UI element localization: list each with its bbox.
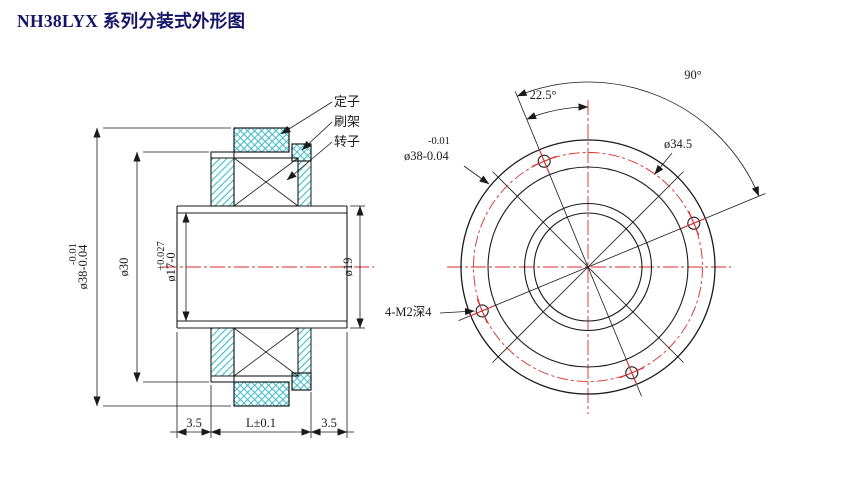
dim-tapped-holes: 4-M2深4 [385,305,475,319]
dim-bolt-circle: ø34.5 [654,137,692,175]
dim-d38-text: ø38-0.04 [76,244,90,290]
rotor-winding-section [233,157,299,377]
dim-d17-label: ø17-0 +0.027 [156,241,178,281]
dim-length: 3.5 L±0.1 3.5 [170,332,354,438]
stator-section [233,127,290,407]
front-view: 22.5° 90° -0.01 ø38-0.04 ø34.5 4-M2深4 [385,68,766,414]
rotor-leader [286,141,333,181]
mounting-hole-bottom [619,360,645,386]
dim-d19: ø19 [341,205,365,329]
dim-d17: ø17-0 +0.027 [156,212,190,322]
tapped-holes-leader [439,307,475,316]
brush-label: 刷架 [334,114,360,129]
stator-bottom [233,381,290,407]
hole-axis-b [458,193,766,321]
dim-angle-90: 90° [516,68,760,197]
brush-sliver-bottom [297,327,312,374]
dim-bottom-center-text: L±0.1 [246,416,276,430]
bolt-circle [473,152,703,382]
bolt-circle-text: ø34.5 [664,137,692,151]
section-view: ø38-0.04 -0.01 ø30 ø17-0 +0.027 [68,94,374,438]
dim-d38-label: ø38-0.04 -0.01 [68,243,90,289]
dim-bottom-right-text: 3.5 [321,416,337,430]
mounting-hole-right [681,210,707,236]
dim-d30: ø30 [117,151,209,383]
od-leader [463,165,490,185]
bolt-circle-leader [654,152,673,175]
stator-top [233,127,290,153]
od-tol-text: -0.01 [428,136,450,147]
dim-bottom-left-text: 3.5 [186,416,202,430]
wall-hatch-bottom [210,327,235,377]
dim-d19-text: ø19 [341,258,355,277]
dim-d17-text: ø17-0 [164,252,178,281]
tapped-holes-text: 4-M2深4 [385,305,432,319]
dim-angle-22-5: 22.5° [526,88,589,120]
drawing-title: NH38LYX 系列分装式外形图 [17,11,246,31]
angle-span-text: 90° [684,68,702,82]
dim-d38-tol-text: -0.01 [68,243,79,265]
dim-d38: ø38-0.04 -0.01 [68,127,231,407]
brush-leader [301,121,333,151]
dim-d30-text: ø30 [117,258,131,277]
dim-d17-tol-text: +0.027 [156,241,167,271]
bore-circle [533,212,643,322]
stator-leader [280,101,333,135]
mounting-hole-top-left [531,148,557,174]
brush-sliver-top [297,160,312,207]
stator-label: 定子 [334,94,360,109]
part-labels: 定子 刷架 转子 [280,94,360,181]
dim-d19-label: ø19 [341,258,355,277]
od-text: ø38-0.04 [404,149,450,163]
rotor-hub-circle [523,202,653,332]
dim-d30-label: ø30 [117,258,131,277]
wall-hatch-top [210,157,235,207]
dim-od: -0.01 ø38-0.04 [404,136,490,185]
rotor-label: 转子 [334,134,360,149]
brush-holder-section [291,143,312,391]
